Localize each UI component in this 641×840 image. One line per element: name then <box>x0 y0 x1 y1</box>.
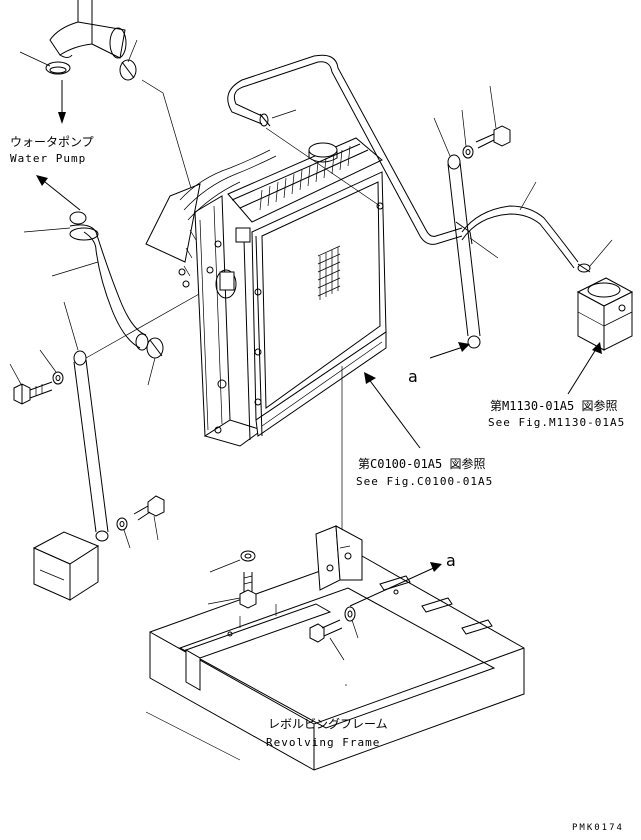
water-pump-pipe <box>49 0 127 59</box>
washer-frame-left <box>240 550 256 562</box>
marker-a-lower: a <box>446 551 456 570</box>
frame-label-en: Revolving Frame <box>266 736 380 749</box>
water-pump-label-jp: ウォータポンプ <box>10 135 94 149</box>
leader-line <box>147 357 156 386</box>
leader-line <box>433 117 451 157</box>
hose-clip-upper <box>259 113 271 127</box>
ref-radiator-label-en: See Fig.C0100-01A5 <box>356 475 493 488</box>
leader-line <box>23 227 71 233</box>
leader-line <box>351 619 359 639</box>
leader-line <box>207 597 241 605</box>
frame-edge-line <box>145 711 241 761</box>
washer-lower-left <box>116 517 128 531</box>
page-code: PMK0174 <box>572 823 624 833</box>
leader-line <box>141 79 197 206</box>
washer-left <box>52 371 64 385</box>
bolt-frame-right <box>309 619 343 643</box>
stay-rod-right <box>447 154 481 349</box>
washer-frame-right <box>344 606 356 622</box>
stay-rod-left <box>73 350 109 542</box>
leader-line <box>329 637 345 661</box>
reserve-tank <box>576 263 634 351</box>
arrow-down-icon <box>58 80 66 124</box>
leader-line <box>461 109 467 147</box>
arrow-up-left-icon <box>364 372 421 449</box>
mount-bracket-left <box>32 531 100 601</box>
leader-line <box>123 529 131 549</box>
leader-line <box>271 109 297 119</box>
leader-line <box>589 239 613 267</box>
revolving-frame <box>149 525 525 771</box>
leader-line <box>19 51 51 67</box>
bolt-left <box>13 381 53 405</box>
bolt-frame-left <box>239 572 257 609</box>
hose-clamp-lower <box>146 337 164 359</box>
leader-line <box>265 127 381 207</box>
water-pump-label-en: Water Pump <box>10 152 86 165</box>
hose-clamp-top-left <box>45 61 71 75</box>
marker-a-upper: a <box>408 367 418 386</box>
leader-line <box>9 363 23 387</box>
ref-radiator-label-jp: 第C0100-01A5 図参照 <box>358 456 485 471</box>
leader-line <box>519 181 537 211</box>
leader-line <box>63 301 79 351</box>
hose-clamp-top-right <box>119 59 137 81</box>
leader-line <box>85 284 216 359</box>
arrow-up-icon <box>567 342 602 395</box>
radiator-hose-left <box>69 211 149 351</box>
leader-line <box>153 515 159 541</box>
ref-tank-label-en: See Fig.M1130-01A5 <box>488 416 625 429</box>
washer-right <box>462 145 474 159</box>
bolt-lower-left <box>133 495 165 521</box>
frame-label-jp: レボルビングフレーム <box>268 717 388 731</box>
radiator-assembly <box>145 137 387 447</box>
leader-line <box>209 559 241 573</box>
leader-line <box>39 349 57 373</box>
leader-line <box>469 237 499 259</box>
arrow-right-icon <box>349 562 442 607</box>
leader-line <box>127 39 138 63</box>
leader-line <box>51 261 99 277</box>
ref-tank-label-jp: 第M1130-01A5 図参照 <box>490 398 617 413</box>
arrow-right-icon <box>429 342 470 359</box>
overflow-hose <box>227 54 579 269</box>
leader-line <box>489 85 497 129</box>
arrow-up-left-icon <box>36 175 81 211</box>
bolt-right <box>475 125 511 149</box>
